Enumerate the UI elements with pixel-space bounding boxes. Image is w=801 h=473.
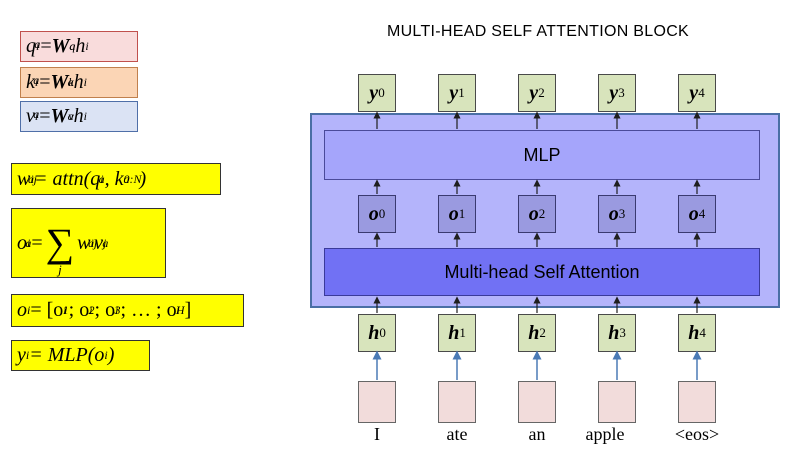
- token-embedding-box-2: [518, 381, 556, 423]
- token-embedding-box-3: [598, 381, 636, 423]
- token-embedding-box-0: [358, 381, 396, 423]
- diagram-title: MULTI-HEAD SELF ATTENTION BLOCK: [386, 23, 690, 40]
- token-word-4: <eos>: [674, 424, 720, 444]
- token-word-3: apple: [585, 424, 625, 444]
- token-word-2: an: [528, 424, 546, 444]
- multi-head-attention-block: Multi-head Self Attention: [324, 248, 760, 296]
- mlp-block: MLP: [324, 130, 760, 180]
- token-embedding-box-1: [438, 381, 476, 423]
- token-word-1: ate: [446, 424, 468, 444]
- token-word-0: I: [374, 424, 380, 444]
- token-embedding-box-4: [678, 381, 716, 423]
